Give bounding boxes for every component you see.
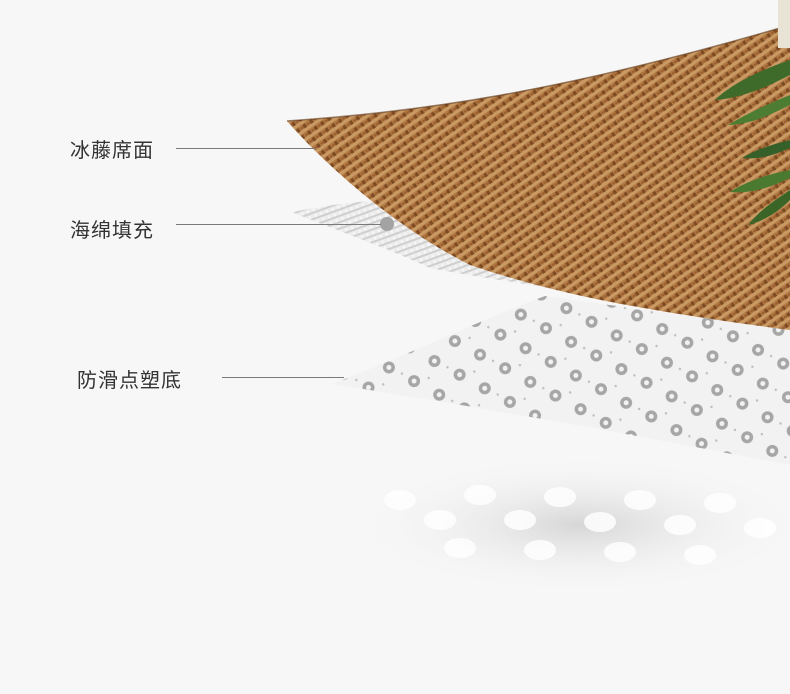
- leader-line-top: [176, 148, 316, 149]
- leader-line-bottom: [222, 377, 344, 378]
- label-sponge-filling: 海绵填充: [70, 218, 154, 242]
- leader-line-middle: [176, 224, 381, 225]
- sponge-marker-dot: [380, 217, 394, 231]
- label-antislip-bottom: 防滑点塑底: [77, 368, 182, 392]
- plant-leaves: [715, 0, 790, 225]
- anti-slip-bottom-layer: [332, 296, 790, 465]
- rattan-top-layer: [287, 28, 790, 330]
- floor-shadow: [350, 455, 790, 595]
- label-rattan-surface: 冰藤席面: [70, 138, 154, 162]
